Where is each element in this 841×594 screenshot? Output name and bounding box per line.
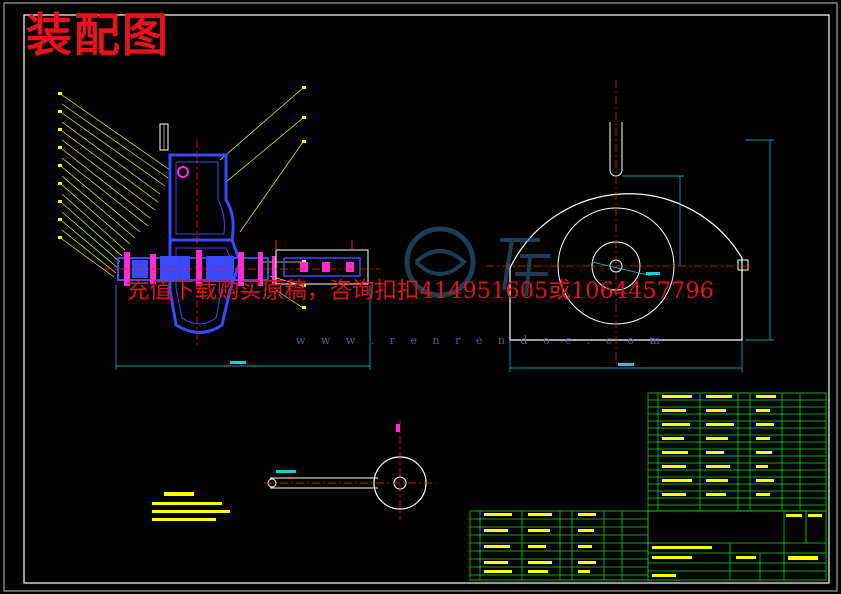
leader-lines-left — [61, 94, 171, 278]
centerlines-front — [104, 140, 380, 345]
parts-list-table — [647, 392, 827, 512]
watermark-url: w w w . r e n r e n d o c . c o m — [296, 334, 666, 347]
dimension-front-width — [115, 285, 371, 370]
outer-border — [3, 2, 838, 592]
side-view — [486, 80, 775, 372]
watermark-logo — [404, 226, 550, 298]
parts-list-lower — [469, 510, 649, 581]
leader-tags — [58, 86, 306, 309]
output-shaft-housing — [275, 249, 369, 285]
inner-frame — [23, 14, 830, 584]
front-section-view — [58, 86, 380, 370]
title-block-entries — [652, 514, 822, 577]
title-block — [647, 510, 827, 581]
technical-notes — [152, 492, 230, 521]
handle-detail-view — [264, 420, 436, 520]
promo-overlay-text: 充值下载购买原稿，咨询扣扣414951605或1064457796 — [127, 278, 714, 304]
dimensions-side — [509, 139, 775, 372]
centerlines-side — [486, 80, 752, 360]
side-outline — [509, 193, 743, 341]
parts-list-lower-entries — [484, 513, 596, 573]
title-stamp: 装配图 — [26, 8, 170, 62]
handle-top — [159, 123, 169, 151]
parts-list-entries — [662, 395, 776, 496]
